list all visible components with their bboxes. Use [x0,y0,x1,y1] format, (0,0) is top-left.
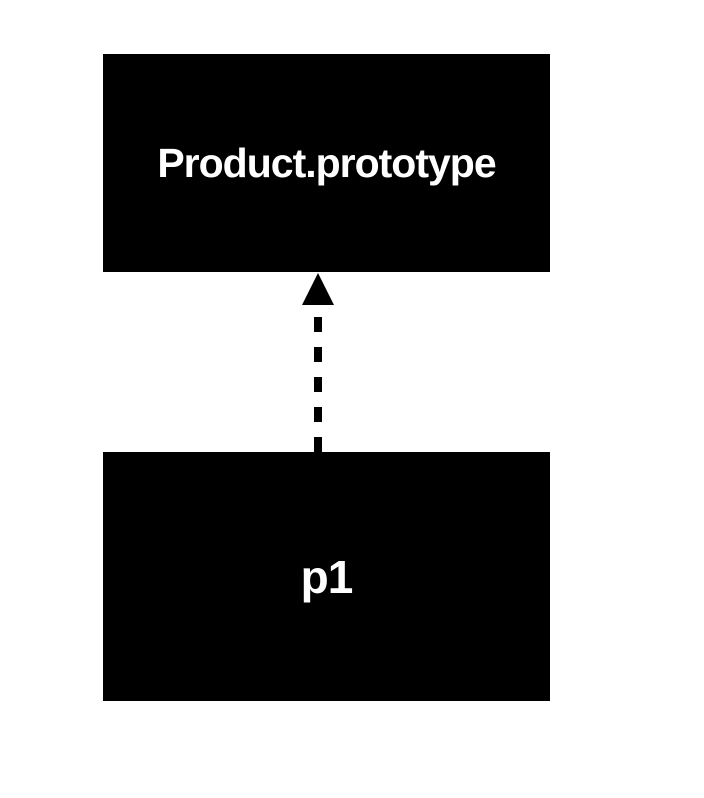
node-label: Product.prototype [157,139,496,186]
dashed-arrow-up-icon [302,273,334,452]
arrowhead-icon [302,273,334,305]
node-label: p1 [300,550,354,603]
node-product-prototype: Product.prototype [103,54,550,272]
node-p1: p1 [103,452,550,701]
